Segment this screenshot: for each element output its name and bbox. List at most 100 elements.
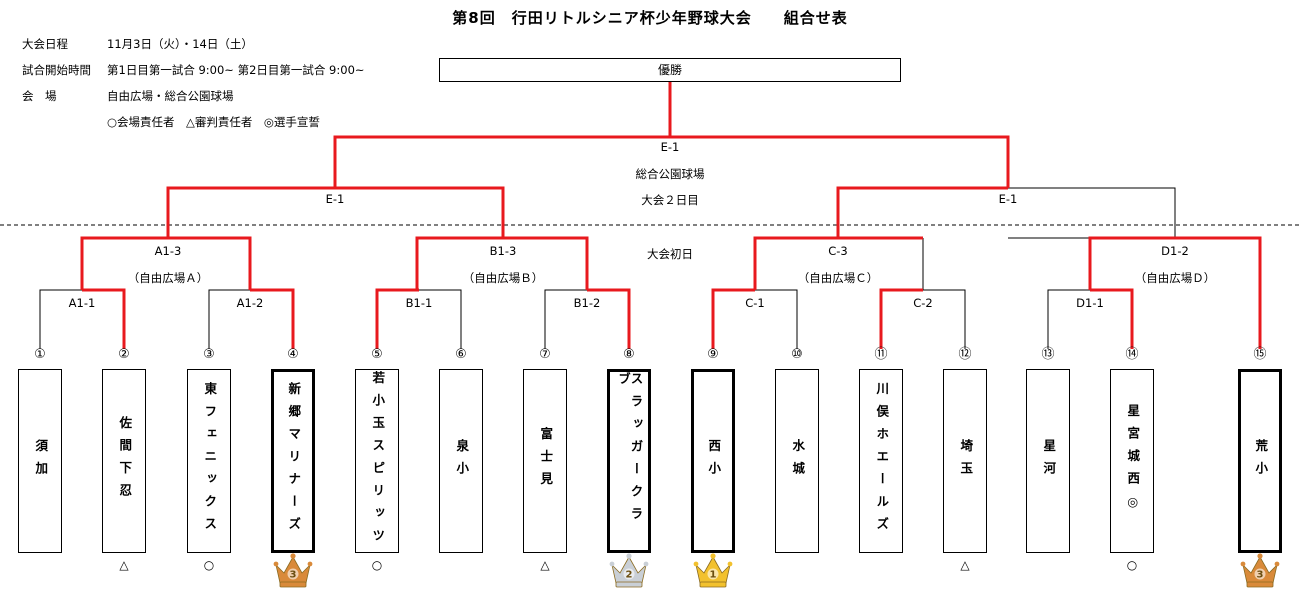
final-venue-label: 総合公園球場 [635, 167, 705, 181]
team-number: ⑪ [874, 347, 888, 362]
match-a12-label: A1-2 [236, 296, 264, 310]
bracket-win-lines [80, 82, 1262, 349]
bracket-line [419, 289, 462, 349]
match-b12-label: B1-2 [573, 296, 601, 310]
team-box: 川俣ホエールズ [859, 369, 903, 553]
team-name: 荒小 [1253, 438, 1269, 484]
team-number: ⑬ [1041, 347, 1055, 362]
match-c2-label: C-2 [913, 296, 933, 310]
team-box: 若小玉スピリッツ [355, 369, 399, 553]
team-name: 須加 [33, 438, 49, 484]
win-line [879, 288, 923, 349]
match-d12-venue: （自由広場Ｄ） [1134, 271, 1216, 285]
match-c1-label: C-1 [745, 296, 765, 310]
day1-label: 大会初日 [647, 247, 693, 261]
team-name: 富士見 [538, 427, 554, 495]
champion-box: 優勝 [439, 58, 901, 82]
team-name: 泉小 [454, 438, 470, 484]
match-d11-label: D1-1 [1076, 296, 1104, 310]
semi-left-label: E-1 [325, 192, 345, 206]
start-time-label: 試合開始時間 [22, 63, 91, 77]
team-box: 埼玉 [943, 369, 987, 553]
win-line [80, 236, 252, 290]
team-box: 水城 [775, 369, 819, 553]
match-a13-label: A1-3 [154, 244, 182, 258]
win-line [1090, 288, 1134, 349]
crown-icon: 2 [609, 551, 649, 593]
bracket-line [544, 289, 587, 349]
team-name: 東フェニックス [202, 382, 218, 540]
team-box: 泉小 [439, 369, 483, 553]
win-line [753, 236, 923, 290]
bracket-line [755, 289, 798, 349]
bracket-line [39, 289, 82, 349]
team-number: ⑫ [958, 347, 972, 362]
match-b11-label: B1-1 [405, 296, 433, 310]
team-role-mark: ○ [203, 558, 215, 572]
team-number: ④ [287, 347, 299, 362]
schedule-label: 大会日程 [22, 37, 68, 51]
crown-icon: 3 [273, 551, 313, 593]
win-line [1088, 236, 1262, 349]
team-box: 西小 [691, 369, 735, 553]
team-number: ⑥ [455, 347, 467, 362]
team-number: ① [34, 347, 46, 362]
team-number: ⑦ [539, 347, 551, 362]
svg-text:3: 3 [290, 570, 297, 581]
team-box: 星宮城西◎ [1110, 369, 1154, 553]
team-name: 若小玉スピリッツ [370, 371, 386, 551]
win-line [82, 288, 126, 349]
team-name: 西小 [706, 438, 722, 484]
team-name: 水城 [790, 438, 806, 484]
team-number: ③ [203, 347, 215, 362]
team-box: 星河 [1026, 369, 1070, 553]
team-name: 新郷マリナーズ [286, 382, 302, 540]
venue-value: 自由広場・総合公園球場 [107, 89, 234, 103]
team-name: 星河 [1041, 438, 1057, 484]
start-time-value: 第1日目第一試合 9:00~ 第2日目第一試合 9:00~ [107, 63, 365, 77]
team-role-mark: ○ [371, 558, 383, 572]
team-number: ⑨ [707, 347, 719, 362]
match-c3-label: C-3 [828, 244, 848, 258]
win-line [250, 288, 295, 349]
svg-text:2: 2 [626, 570, 633, 581]
crown-icon: 3 [1240, 551, 1280, 593]
team-role-mark: △ [119, 558, 129, 572]
team-number: ⑩ [791, 347, 803, 362]
team-number: ⑭ [1125, 347, 1139, 362]
team-box: スラッガークラブ [607, 369, 651, 553]
team-role-mark: △ [960, 558, 970, 572]
team-name: 星宮城西◎ [1125, 403, 1141, 519]
team-role-mark: ○ [1126, 558, 1138, 572]
team-name: スラッガークラブ [616, 372, 644, 530]
team-name: 川俣ホエールズ [874, 382, 890, 540]
team-number: ⑮ [1253, 347, 1267, 362]
win-line [333, 135, 1010, 188]
win-line [375, 288, 419, 349]
bracket-black-lines [0, 187, 1300, 349]
team-box: 新郷マリナーズ [271, 369, 315, 553]
venue-label: 会 場 [22, 89, 57, 103]
legend-text: ○会場責任者 △審判責任者 ◎選手宣誓 [107, 115, 320, 129]
crown-icon: 1 [693, 551, 733, 593]
bracket-line [923, 289, 966, 349]
team-number: ⑤ [371, 347, 383, 362]
schedule-value: 11月3日（火）・14日（土） [107, 37, 253, 51]
win-line [587, 288, 631, 349]
team-box: 須加 [18, 369, 62, 553]
team-role-mark: △ [540, 558, 550, 572]
team-name: 埼玉 [958, 438, 974, 484]
win-line [166, 186, 505, 238]
final-match-label: E-1 [660, 140, 680, 154]
team-box: 荒小 [1238, 369, 1282, 553]
team-number: ② [118, 347, 130, 362]
bracket-line [208, 289, 250, 349]
win-line [415, 236, 589, 290]
match-c3-venue: （自由広場Ｃ） [797, 271, 879, 285]
day2-label: 大会２日目 [641, 193, 699, 207]
svg-text:1: 1 [710, 570, 717, 581]
win-line [836, 186, 1008, 238]
match-a13-venue: （自由広場Ａ） [127, 271, 209, 285]
match-a11-label: A1-1 [68, 296, 96, 310]
team-number: ⑧ [623, 347, 635, 362]
